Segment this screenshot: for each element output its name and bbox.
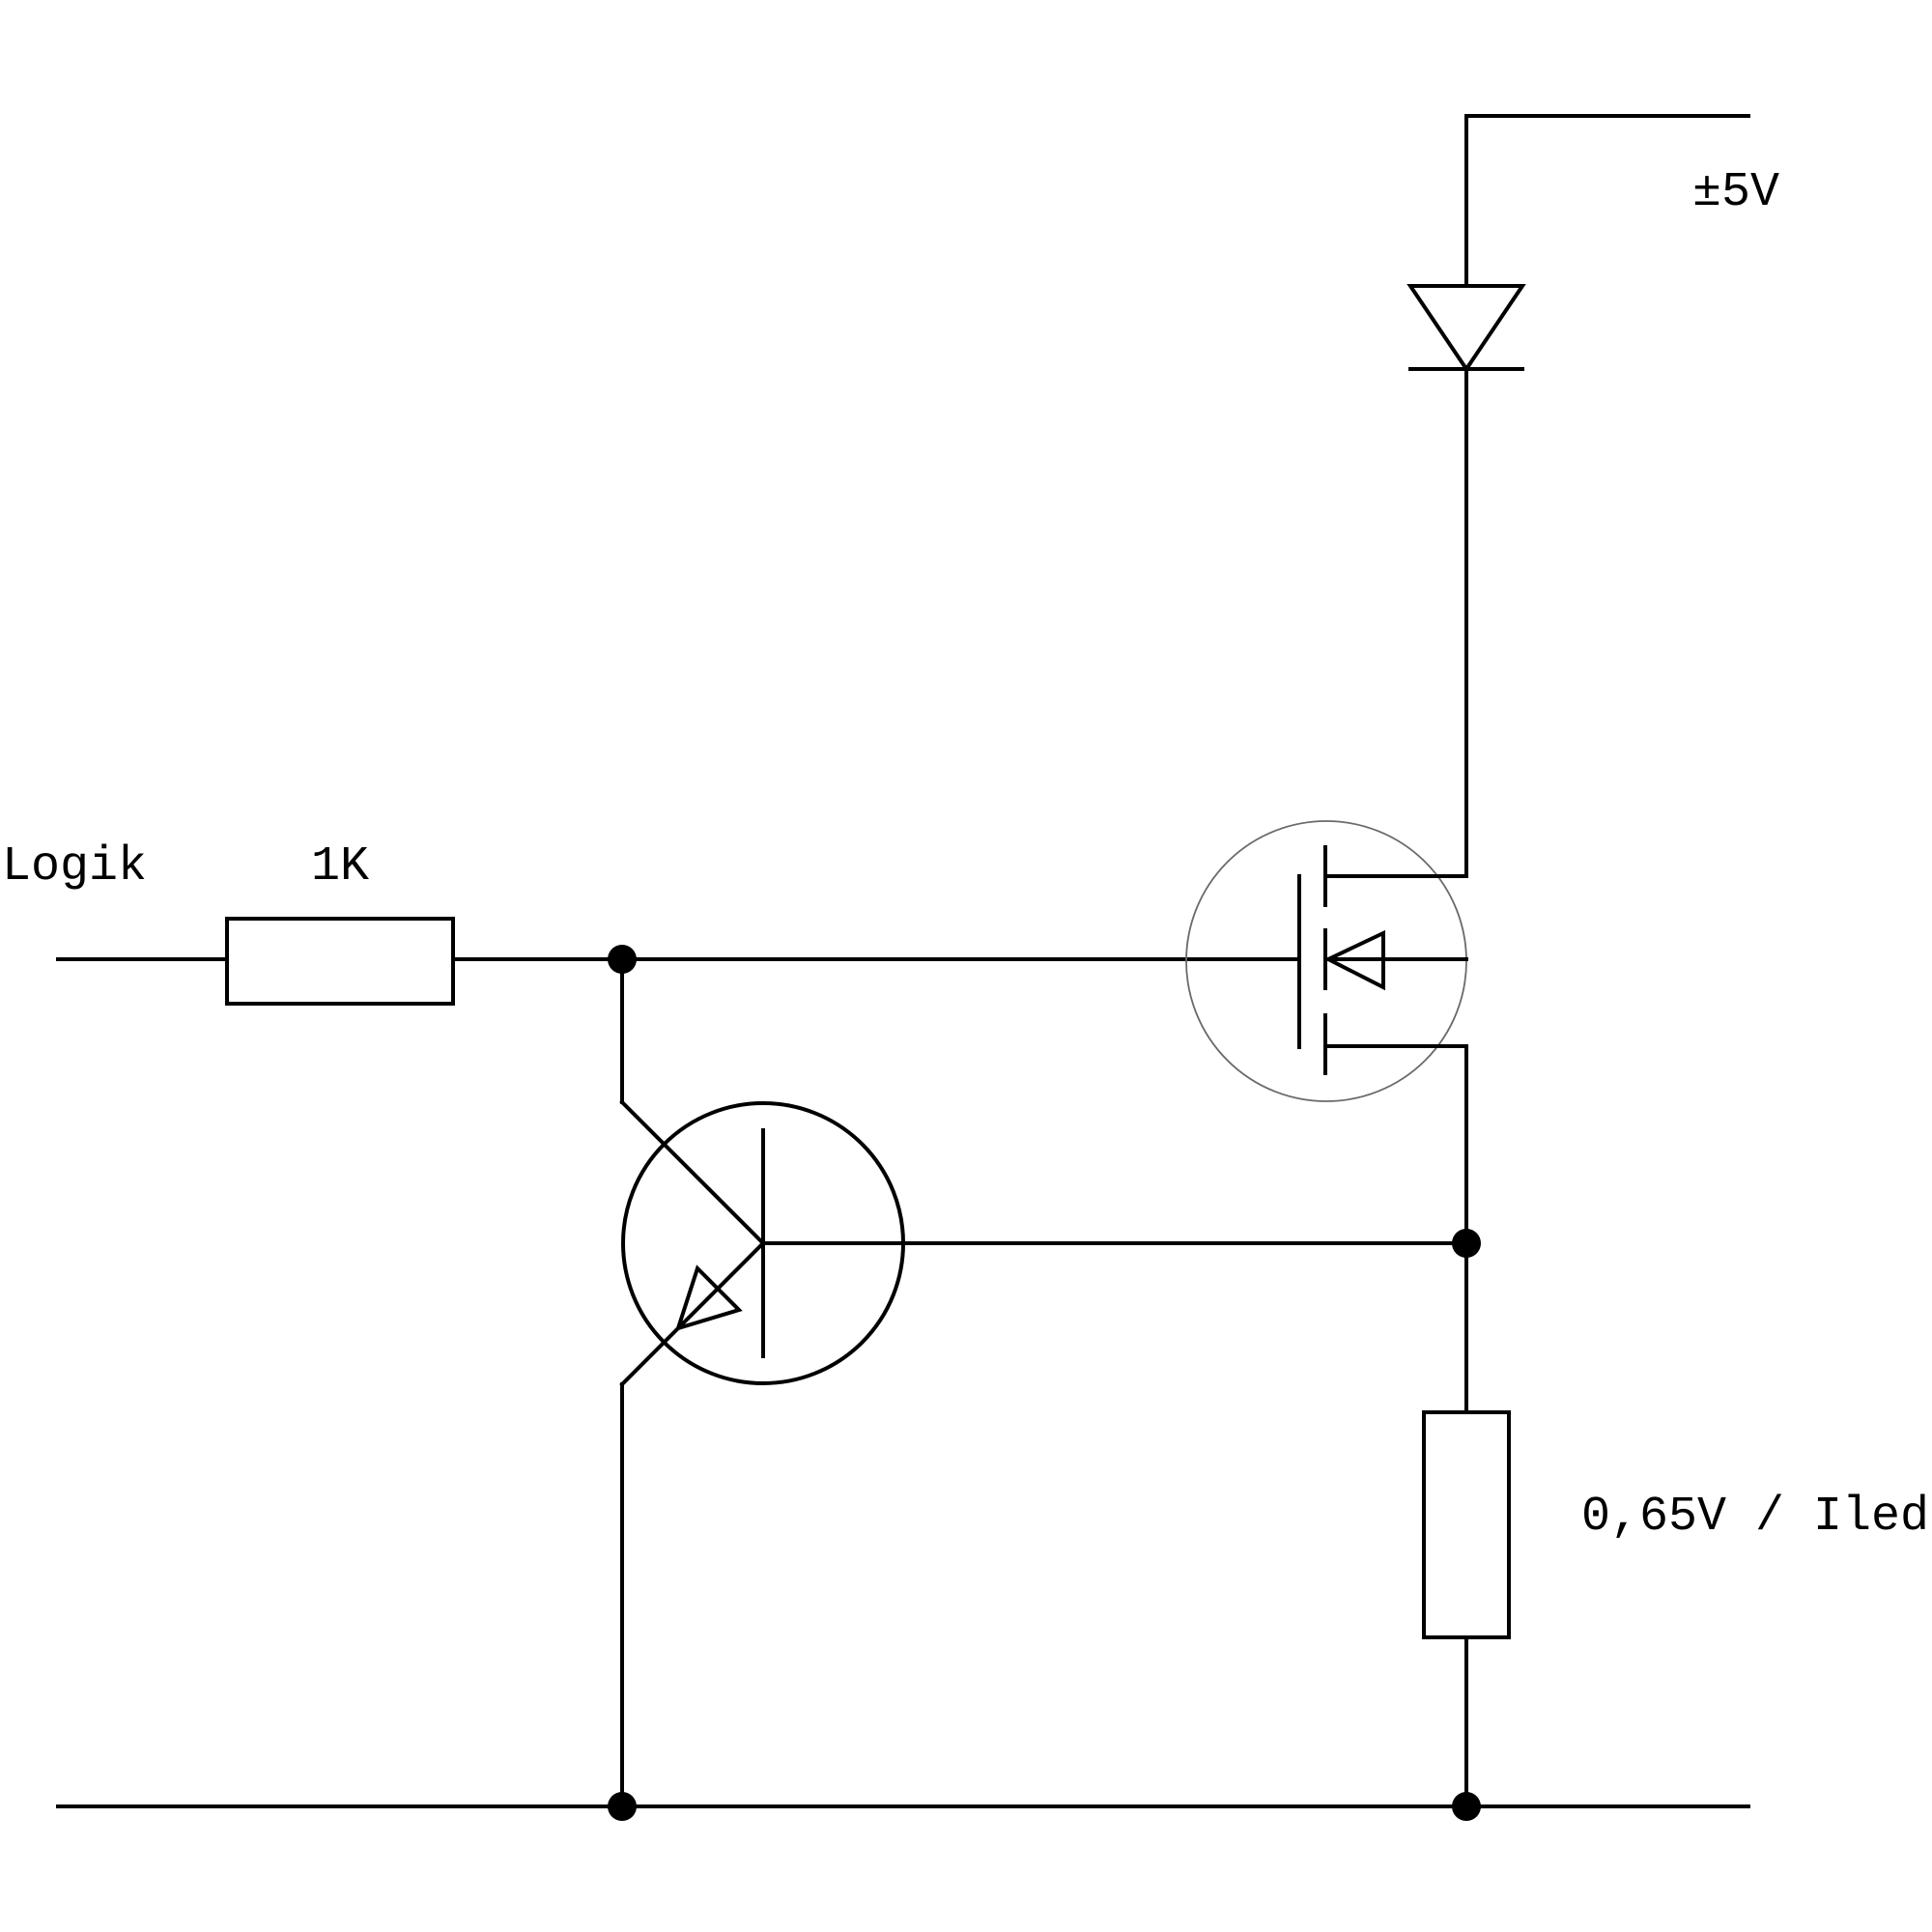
emitter-arrow (674, 1264, 743, 1332)
resistor-ground-junction-dot (1452, 1792, 1481, 1821)
emitter-ground-junction-dot (608, 1792, 637, 1821)
input-label: Logik (2, 839, 147, 895)
npn-transistor (619, 957, 905, 1808)
sense-junction-dot (1452, 1229, 1481, 1258)
sense-resistor (1422, 1410, 1511, 1639)
led-diode (1406, 284, 1526, 373)
series-resistor-label: 1K (311, 839, 369, 895)
mosfet (1185, 820, 1468, 1102)
series-resistor (225, 917, 455, 1006)
body-diode (1323, 929, 1385, 991)
supply-label: ±5V (1692, 165, 1779, 220)
supply-rail (1464, 114, 1750, 288)
gate-junction-dot (608, 945, 637, 974)
sense-resistor-label: 0,65V / Iled (1581, 1490, 1929, 1545)
